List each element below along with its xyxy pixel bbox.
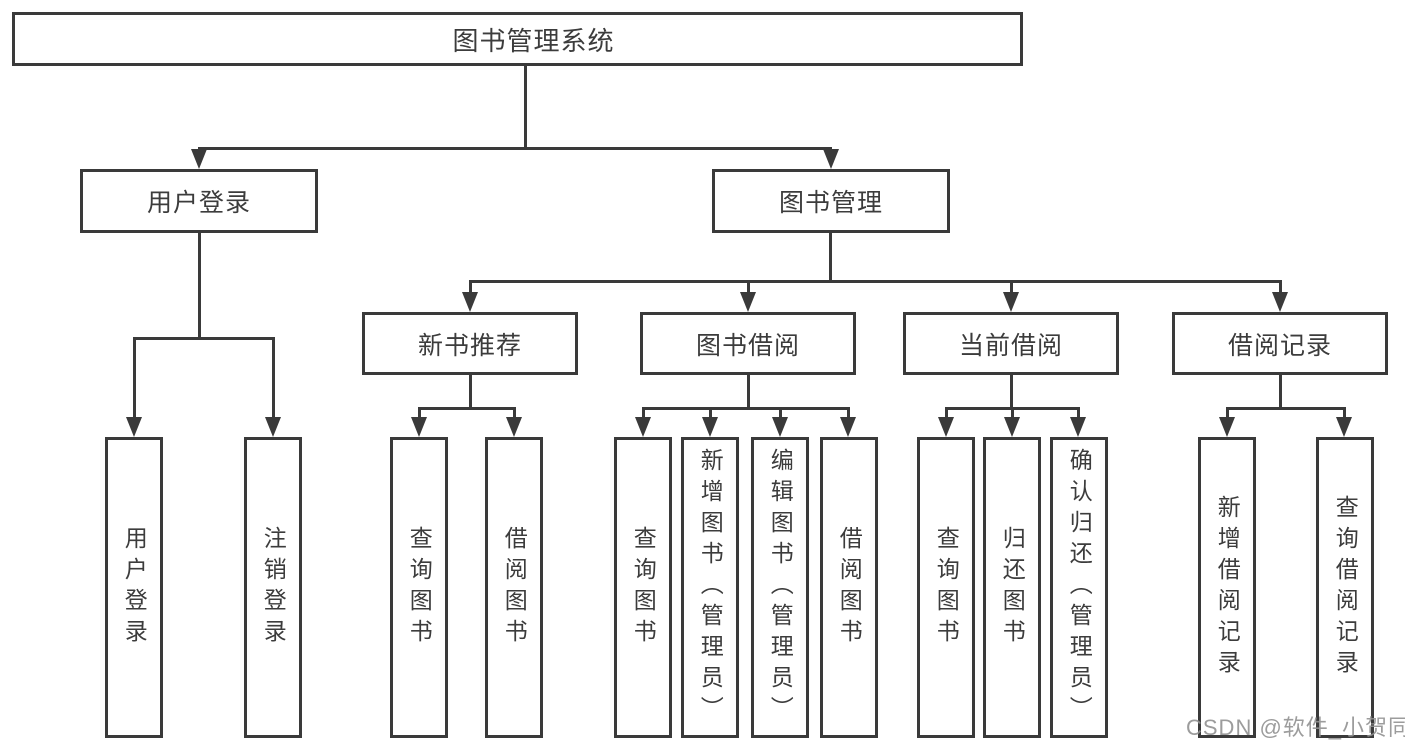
connector-stem-book-borrow [747, 375, 750, 409]
arrowhead-down [506, 417, 522, 437]
arrowhead-down [1070, 417, 1086, 437]
leaf-label: 新增借阅记录 [1214, 494, 1241, 681]
connector-drop [513, 407, 516, 419]
connector-drop [642, 407, 645, 419]
connector-rail-root [198, 147, 832, 150]
connector-drop [1011, 407, 1014, 419]
arrowhead-down [635, 417, 651, 437]
connector-drop [847, 407, 850, 419]
connector-rail-book-borrow [642, 407, 850, 410]
connector-drop [1077, 407, 1080, 419]
node-user-login: 用户登录 [80, 169, 318, 233]
connector-drop [945, 407, 948, 419]
leaf-label: 查询图书 [933, 525, 960, 650]
arrowhead-down [265, 417, 281, 437]
node-label: 借阅记录 [1227, 331, 1332, 360]
connector-drop [133, 337, 136, 419]
arrowhead-down [1004, 417, 1020, 437]
leaf-label: 查询借阅记录 [1332, 494, 1359, 681]
connector-stem-borrow-records [1279, 375, 1282, 409]
connector-drop [418, 407, 421, 419]
leaf-user-login: 用户登录 [105, 437, 163, 738]
connector-drop [1226, 407, 1229, 419]
connector-drop [747, 280, 750, 294]
arrowhead-down [1003, 292, 1019, 312]
connector-rail-new-book-rec [418, 407, 516, 410]
connector-stem-new-book-rec [469, 375, 472, 409]
leaf-add-book-admin: 新增图书（管理员） [681, 437, 739, 738]
arrowhead-down [938, 417, 954, 437]
leaf-label: 注销登录 [260, 525, 287, 650]
leaf-label: 编辑图书（管理员） [767, 448, 794, 727]
leaf-confirm-return-admin: 确认归还（管理员） [1050, 437, 1108, 738]
connector-drop [1010, 280, 1013, 294]
node-label: 图书管理系统 [452, 25, 615, 56]
leaf-label: 查询图书 [406, 525, 433, 650]
connector-drop [779, 407, 782, 419]
leaf-logout: 注销登录 [244, 437, 302, 738]
leaf-label: 借阅图书 [501, 525, 528, 650]
node-new-book-rec: 新书推荐 [362, 312, 578, 375]
arrowhead-down [126, 417, 142, 437]
arrowhead-down [191, 149, 207, 169]
node-label: 图书借阅 [695, 331, 800, 360]
node-label: 用户登录 [146, 189, 251, 217]
node-book-mgmt-system: 图书管理系统 [12, 12, 1023, 66]
leaf-label: 新增图书（管理员） [697, 448, 724, 727]
watermark: CSDN @软件_小贺同学 [1186, 715, 1405, 740]
leaf-query-books-1: 查询图书 [390, 437, 448, 738]
leaf-query-borrow-record: 查询借阅记录 [1316, 437, 1374, 738]
arrowhead-down [823, 149, 839, 169]
node-book-borrow: 图书借阅 [640, 312, 856, 375]
arrowhead-down [772, 417, 788, 437]
leaf-borrow-books-2: 借阅图书 [820, 437, 878, 738]
leaf-label: 确认归还（管理员） [1066, 448, 1093, 727]
node-current-borrow: 当前借阅 [903, 312, 1119, 375]
arrowhead-down [462, 292, 478, 312]
arrowhead-down [1336, 417, 1352, 437]
connector-drop [272, 337, 275, 419]
leaf-label: 用户登录 [121, 525, 148, 650]
leaf-return-book: 归还图书 [983, 437, 1041, 738]
leaf-label: 查询图书 [630, 525, 657, 650]
connector-rail-borrow-records [1226, 407, 1346, 410]
arrowhead-down [1272, 292, 1288, 312]
connector-stem-user-login [198, 233, 201, 339]
leaf-label: 归还图书 [999, 525, 1026, 650]
connector-stem-current-borrow [1010, 375, 1013, 409]
arrowhead-down [411, 417, 427, 437]
connector-drop [469, 280, 472, 294]
connector-drop [1279, 280, 1282, 294]
leaf-query-books-3: 查询图书 [917, 437, 975, 738]
node-borrow-records: 借阅记录 [1172, 312, 1388, 375]
node-book-mgmt: 图书管理 [712, 169, 950, 233]
leaf-edit-book-admin: 编辑图书（管理员） [751, 437, 809, 738]
node-label: 当前借阅 [958, 331, 1063, 360]
leaf-label: 借阅图书 [836, 525, 863, 650]
node-label: 新书推荐 [417, 331, 522, 360]
connector-drop [1343, 407, 1346, 419]
connector-stem-book-mgmt [829, 233, 832, 282]
connector-stem-root [524, 66, 527, 149]
arrowhead-down [1219, 417, 1235, 437]
leaf-borrow-books-1: 借阅图书 [485, 437, 543, 738]
connector-rail-book-mgmt [469, 280, 1281, 283]
leaf-add-borrow-record: 新增借阅记录 [1198, 437, 1256, 738]
leaf-query-books-2: 查询图书 [614, 437, 672, 738]
arrowhead-down [702, 417, 718, 437]
node-label: 图书管理 [778, 189, 883, 217]
connector-rail-user-login [133, 337, 274, 340]
connector-drop [709, 407, 712, 419]
arrowhead-down [740, 292, 756, 312]
arrowhead-down [840, 417, 856, 437]
